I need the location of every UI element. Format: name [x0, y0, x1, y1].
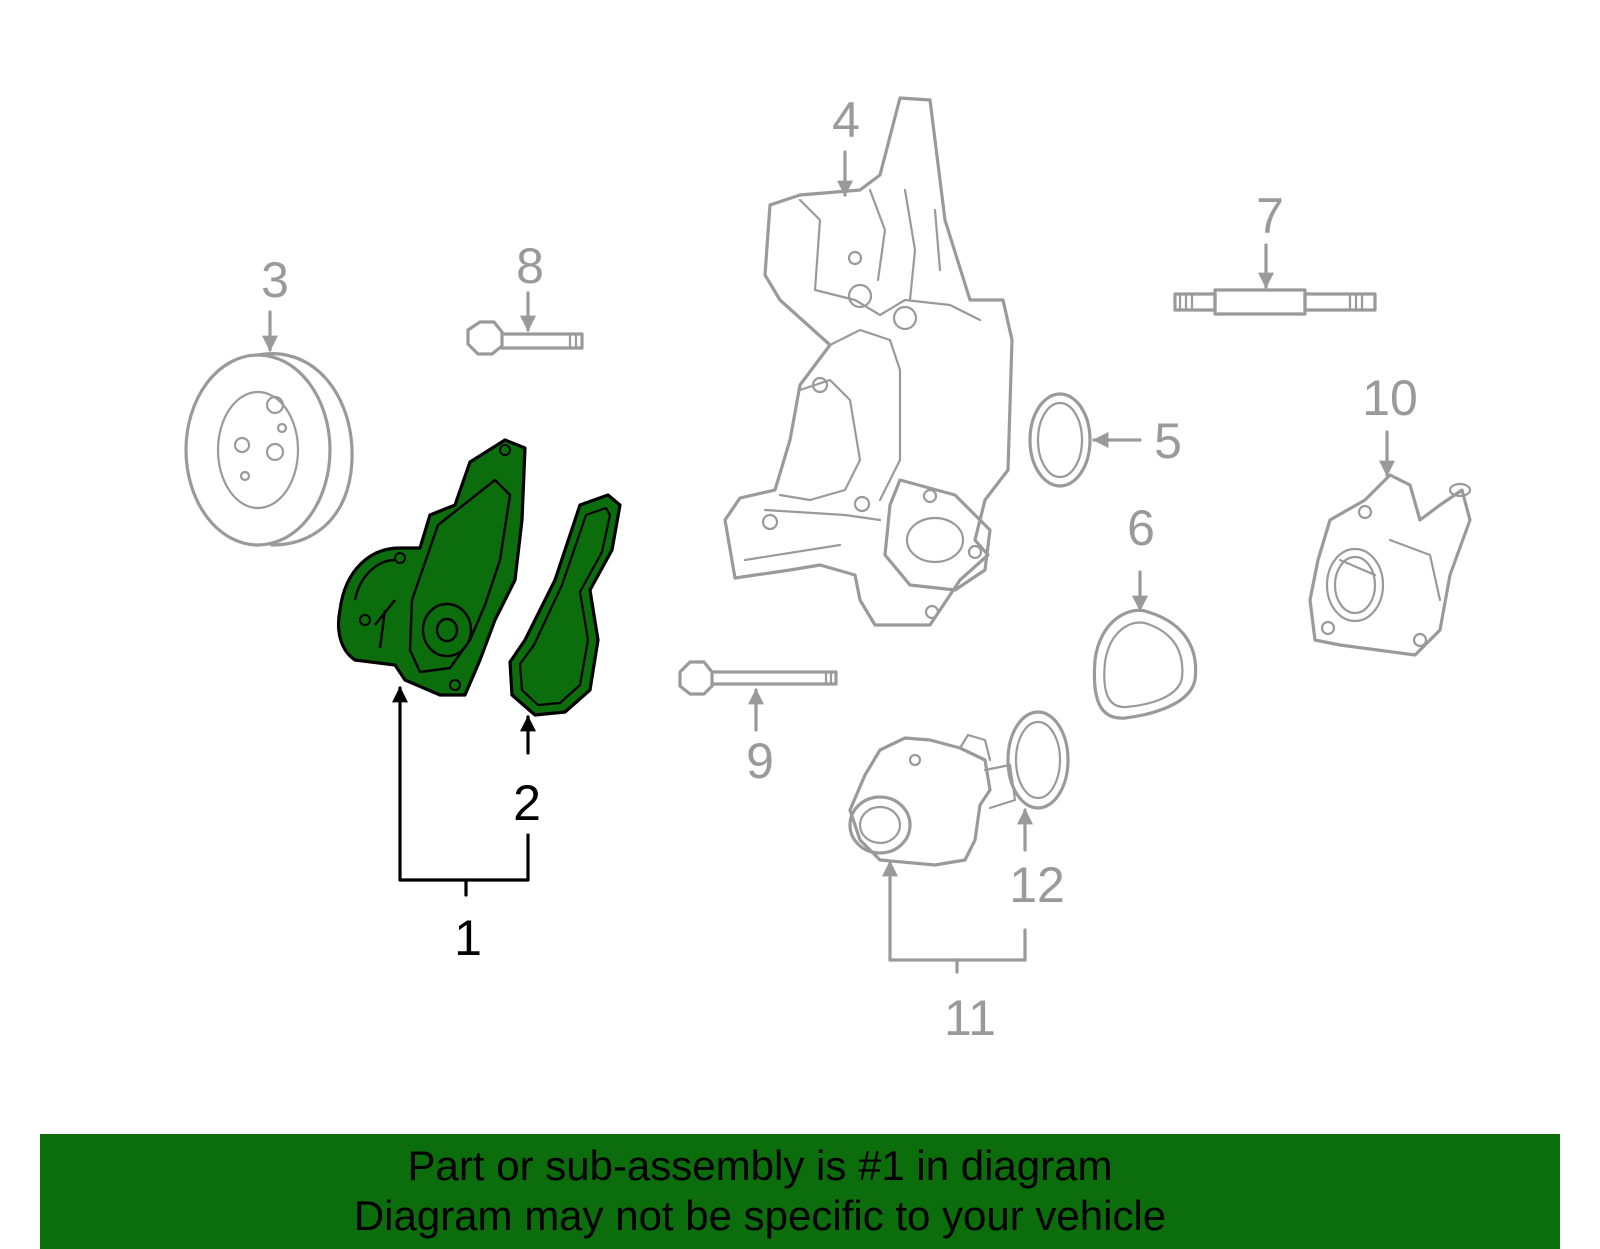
part-9-bolt[interactable] [678, 660, 838, 696]
callout-6: 6 [1127, 500, 1155, 556]
part-2-gasket[interactable] [508, 493, 622, 717]
part-6-gasket[interactable] [1092, 608, 1198, 720]
callout-10: 10 [1362, 370, 1418, 426]
banner-line-2: Diagram may not be specific to your vehi… [353, 1192, 1167, 1239]
leader-lines-gray [262, 150, 1395, 974]
callout-5: 5 [1154, 413, 1182, 469]
callout-11: 11 [944, 990, 996, 1046]
info-banner: Part or sub-assembly is #1 in diagram Di… [40, 1134, 1560, 1249]
callout-1: 1 [454, 910, 482, 966]
banner-line-1: Part or sub-assembly is #1 in diagram [407, 1142, 1113, 1189]
callout-9: 9 [746, 733, 774, 789]
part-7-stud[interactable] [1173, 288, 1377, 316]
part-11-water-inlet[interactable] [848, 733, 1017, 867]
callout-3: 3 [261, 252, 289, 308]
callout-7: 7 [1256, 188, 1284, 244]
callout-2: 2 [513, 775, 541, 831]
part-10-thermostat-housing[interactable] [1308, 473, 1472, 657]
part-3-pulley[interactable] [184, 352, 354, 547]
leader-lines-black [392, 686, 536, 897]
part-4-housing-bracket[interactable] [723, 96, 1014, 627]
part-1-water-pump[interactable] [336, 438, 527, 697]
callout-12: 12 [1009, 857, 1065, 913]
part-8-bolt[interactable] [466, 320, 584, 356]
callout-8: 8 [516, 238, 544, 294]
part-5-o-ring[interactable] [1028, 392, 1092, 488]
callout-4: 4 [832, 92, 860, 148]
part-12-gasket[interactable] [1006, 710, 1070, 810]
